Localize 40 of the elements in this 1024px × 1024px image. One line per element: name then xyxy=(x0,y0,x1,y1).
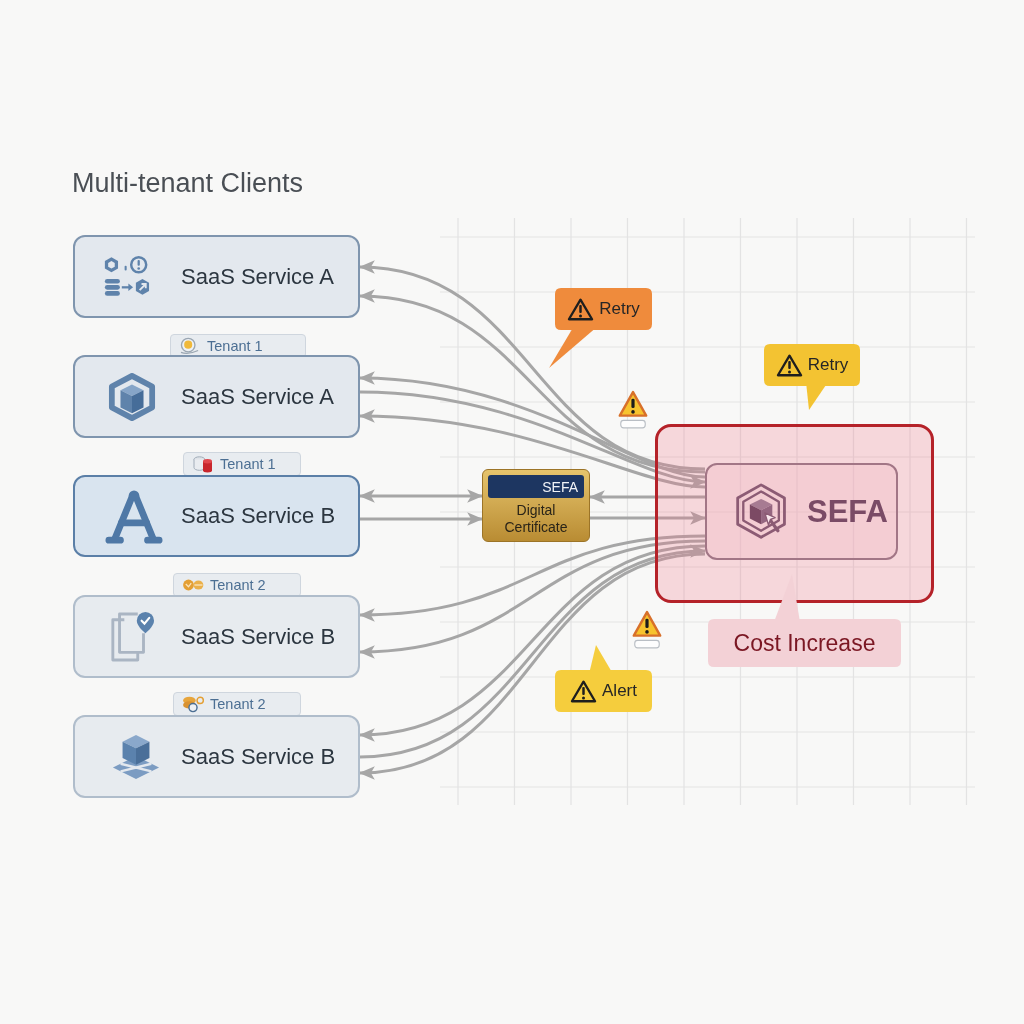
callout-text: Retry xyxy=(807,355,849,375)
service-box xyxy=(73,595,360,678)
callout-text: Cost Increase xyxy=(733,629,876,657)
arrow xyxy=(358,539,706,659)
arrow xyxy=(359,390,707,488)
service-box xyxy=(73,715,360,798)
service-name: SaaS Service A xyxy=(181,383,334,410)
callout-text: Alert xyxy=(602,681,637,701)
service-name: SaaS Service A xyxy=(181,263,334,290)
arrow xyxy=(360,512,484,526)
arrow xyxy=(358,261,706,471)
certificate-card xyxy=(482,469,590,542)
heading: Multi-tenant Clients xyxy=(72,168,304,199)
tenant-label: Tenant 1 xyxy=(220,456,276,472)
system-box xyxy=(705,463,898,560)
arrow xyxy=(358,371,706,479)
tenant-tag xyxy=(173,573,301,597)
certificate-title: Digital Certificate xyxy=(503,502,569,536)
tenant-label: Tenant 1 xyxy=(207,338,263,354)
system-name: SEFA xyxy=(807,493,888,530)
arrow xyxy=(590,511,707,525)
callout-text: Retry xyxy=(599,299,640,319)
service-name: SaaS Service B xyxy=(181,743,336,770)
service-box xyxy=(73,475,360,557)
service-name: SaaS Service B xyxy=(181,503,336,529)
tenant-label: Tenant 2 xyxy=(210,696,266,712)
service-name: SaaS Service B xyxy=(181,623,336,650)
double-arrow xyxy=(358,489,484,503)
tenant-label: Tenant 2 xyxy=(210,577,266,593)
tenant-tag xyxy=(183,452,301,476)
arrow xyxy=(358,534,706,622)
issuer-name: SEFA xyxy=(542,478,578,495)
highlight-frame xyxy=(655,424,934,603)
arrow xyxy=(588,490,705,504)
service-box xyxy=(73,355,360,438)
arrow xyxy=(358,409,706,489)
tenant-tag xyxy=(173,692,301,716)
arrow xyxy=(358,290,706,474)
service-box xyxy=(73,235,360,318)
tenant-tag xyxy=(170,334,306,358)
